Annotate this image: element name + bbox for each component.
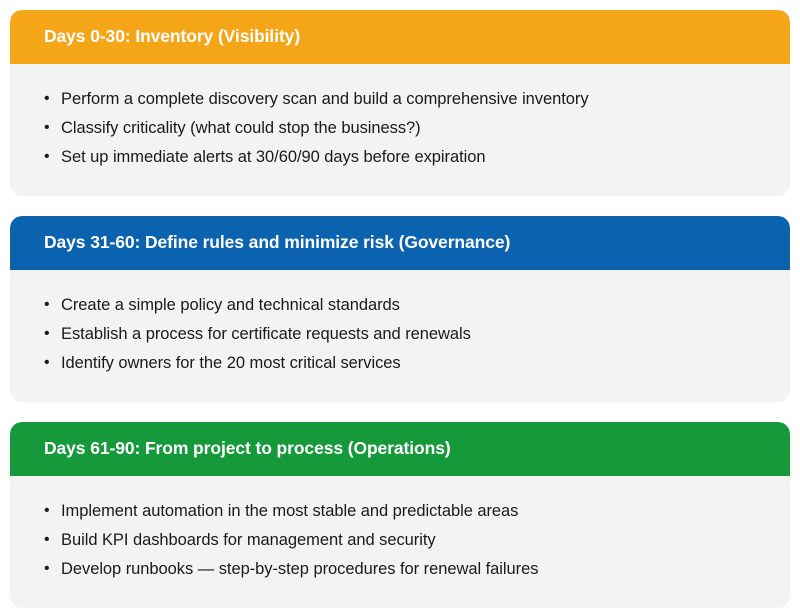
list-item: • Set up immediate alerts at 30/60/90 da… [40,144,760,170]
bullet-icon: • [44,148,50,165]
list-item-label: Identify owners for the 20 most critical… [61,354,401,372]
phase-title: Days 61-90: From project to process (Ope… [44,438,451,459]
phase-card-days-0-30: Days 0-30: Inventory (Visibility) • Perf… [10,10,790,196]
list-item-label: Build KPI dashboards for management and … [61,531,436,549]
bullet-icon: • [44,325,50,342]
phase-bullet-list: • Create a simple policy and technical s… [40,292,760,376]
phase-bullet-list: • Perform a complete discovery scan and … [40,86,760,170]
phase-card-days-31-60: Days 31-60: Define rules and minimize ri… [10,216,790,402]
phase-bullet-list: • Implement automation in the most stabl… [40,498,760,582]
bullet-icon: • [44,119,50,136]
phase-header-days-61-90: Days 61-90: From project to process (Ope… [10,422,790,476]
list-item: • Identify owners for the 20 most critic… [40,350,760,376]
list-item-label: Develop runbooks — step-by-step procedur… [61,560,539,578]
bullet-icon: • [44,354,50,371]
phase-body-days-61-90: • Implement automation in the most stabl… [10,476,790,608]
list-item: • Implement automation in the most stabl… [40,498,760,524]
list-item-label: Implement automation in the most stable … [61,502,519,520]
bullet-icon: • [44,90,50,107]
phase-body-days-31-60: • Create a simple policy and technical s… [10,270,790,402]
bullet-icon: • [44,531,50,548]
phase-body-days-0-30: • Perform a complete discovery scan and … [10,64,790,196]
list-item-label: Establish a process for certificate requ… [61,325,471,343]
phase-title: Days 0-30: Inventory (Visibility) [44,26,301,47]
list-item: • Create a simple policy and technical s… [40,292,760,318]
bullet-icon: • [44,502,50,519]
list-item: • Develop runbooks — step-by-step proced… [40,556,760,582]
bullet-icon: • [44,560,50,577]
list-item-label: Classify criticality (what could stop th… [61,119,421,137]
list-item-label: Set up immediate alerts at 30/60/90 days… [61,148,486,166]
phase-card-days-61-90: Days 61-90: From project to process (Ope… [10,422,790,608]
bullet-icon: • [44,296,50,313]
list-item-label: Create a simple policy and technical sta… [61,296,400,314]
phase-header-days-0-30: Days 0-30: Inventory (Visibility) [10,10,790,64]
roadmap-board: Days 0-30: Inventory (Visibility) • Perf… [10,10,790,608]
phase-title: Days 31-60: Define rules and minimize ri… [44,232,511,253]
list-item: • Establish a process for certificate re… [40,321,760,347]
list-item: • Perform a complete discovery scan and … [40,86,760,112]
phase-header-days-31-60: Days 31-60: Define rules and minimize ri… [10,216,790,270]
list-item: • Build KPI dashboards for management an… [40,527,760,553]
list-item-label: Perform a complete discovery scan and bu… [61,90,589,108]
list-item: • Classify criticality (what could stop … [40,115,760,141]
